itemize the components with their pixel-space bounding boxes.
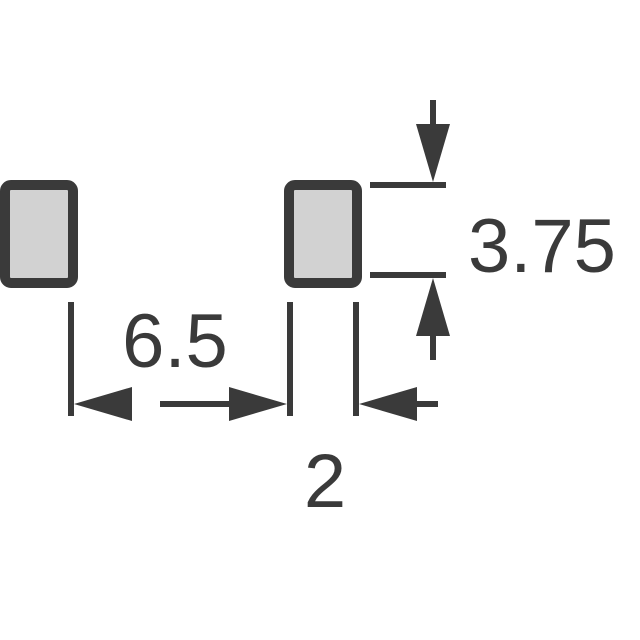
- pad-height-label: 3.75: [468, 204, 616, 289]
- height-arrow-down-icon: [416, 124, 450, 182]
- width-arrow-left-icon: [359, 387, 417, 421]
- spacing-arrow-left-icon: [74, 387, 132, 421]
- pad-right: [284, 180, 362, 288]
- spacing-arrow-right-icon: [229, 387, 287, 421]
- height-arrow-up-icon: [416, 278, 450, 336]
- pad-left: [0, 180, 78, 288]
- pad-spacing-label: 6.5: [122, 299, 228, 384]
- pad-width-label: 2: [304, 439, 346, 524]
